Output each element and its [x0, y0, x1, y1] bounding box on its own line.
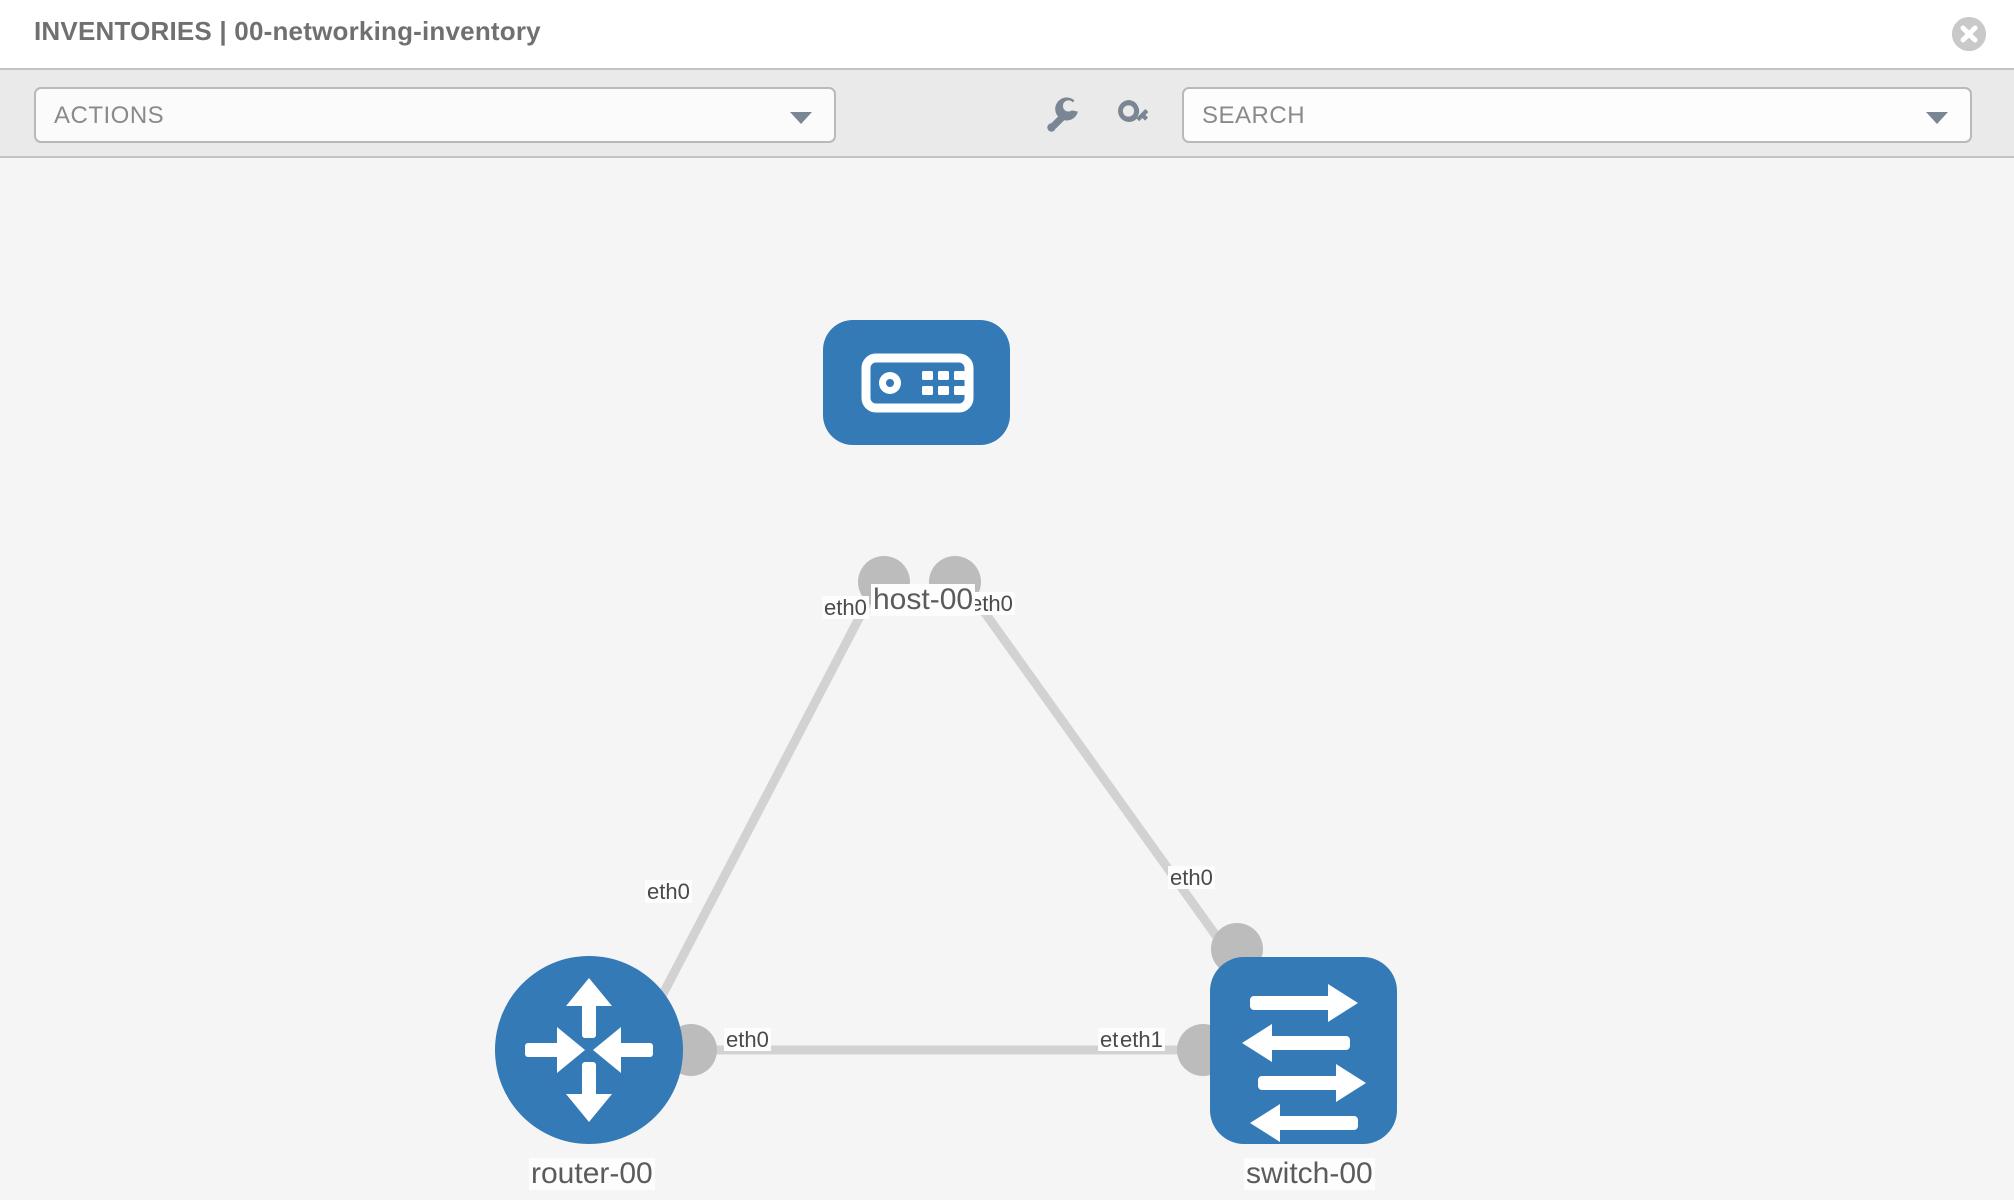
node-switch-00[interactable] — [1210, 957, 1397, 1144]
search-input[interactable]: SEARCH — [1182, 87, 1972, 143]
actions-dropdown[interactable]: ACTIONS — [34, 87, 836, 143]
actions-dropdown-label: ACTIONS — [54, 102, 165, 129]
interface-label: eth0 — [968, 591, 1015, 616]
toolbar: ACTIONS SEARCH — [0, 68, 2014, 158]
interface-label: eth1 — [1118, 1027, 1165, 1052]
interface-label: eth0 — [724, 1027, 771, 1052]
link-host-router[interactable] — [636, 575, 884, 1041]
link-host-switch[interactable] — [956, 575, 1236, 961]
node-router-00[interactable] — [495, 956, 683, 1144]
topology-links — [636, 575, 1236, 1055]
chevron-down-icon — [1926, 112, 1948, 124]
node-host-00[interactable] — [823, 320, 1010, 445]
node-label-router-00: router-00 — [529, 1157, 655, 1190]
topology-canvas[interactable]: eth0 eth0 eth0 eth0 eth0 eth0 eth1 host-… — [0, 158, 2014, 1200]
node-label-switch-00: switch-00 — [1244, 1157, 1375, 1190]
search-placeholder: SEARCH — [1202, 102, 1306, 129]
key-icon[interactable] — [1112, 92, 1158, 138]
node-label-host-00: host-00 — [871, 583, 976, 616]
chevron-down-icon — [790, 112, 812, 124]
interface-label: eth0 — [645, 879, 692, 904]
interface-label: eth0 — [822, 595, 869, 620]
wrench-icon[interactable] — [1040, 92, 1086, 138]
page-title: INVENTORIES | 00-networking-inventory — [34, 16, 541, 46]
page-header: INVENTORIES | 00-networking-inventory — [0, 0, 2014, 68]
close-icon[interactable] — [1952, 17, 1986, 51]
interface-label: eth0 — [1168, 865, 1215, 890]
topology-graph — [495, 320, 1397, 1144]
